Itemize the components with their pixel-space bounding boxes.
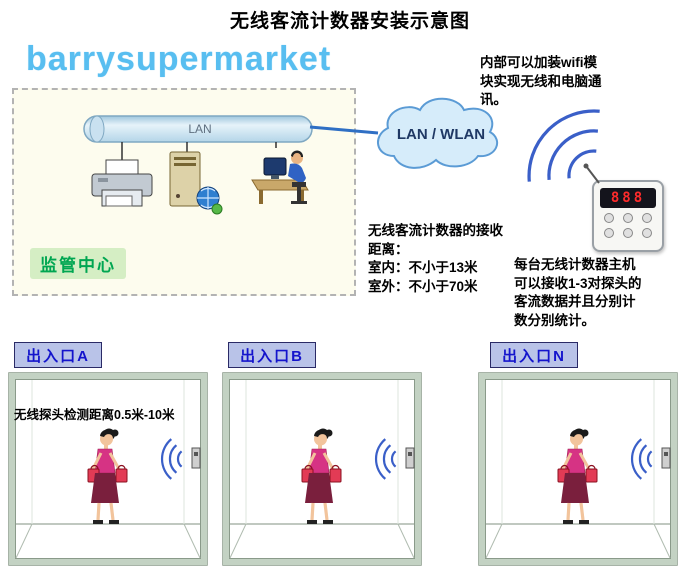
doorway-frame-a — [8, 372, 208, 566]
lan-network-graphic: LAN — [83, 115, 313, 215]
device-display: 888 — [600, 188, 656, 208]
lan-pipe-cap — [89, 115, 105, 143]
cloud-label: LAN / WLAN — [396, 126, 486, 143]
wifi-module-note: 内部可以加装wifi模 块实现无线和电脑通 讯。 — [480, 55, 602, 108]
device-button — [642, 213, 652, 223]
monitor-center-panel: LAN — [12, 88, 356, 296]
counter-host-device: 888 — [592, 180, 664, 252]
device-button — [604, 228, 614, 238]
device-button — [623, 213, 633, 223]
printer-icon — [91, 159, 153, 207]
antenna-tip — [583, 163, 589, 169]
entrance-label-b: 出入口B — [228, 342, 316, 368]
watermark: barrysupermarket — [26, 40, 332, 78]
doorway-frame-b — [222, 372, 422, 566]
doorway-frame-n — [478, 372, 678, 566]
workstation-icon — [251, 150, 309, 204]
server-icon — [169, 151, 223, 215]
network-cloud: LAN / WLAN — [366, 88, 516, 182]
probe-distance-note: 无线探头检测距离0.5米-10米 — [14, 408, 175, 422]
device-button — [604, 213, 614, 223]
page-title: 无线客流计数器安装示意图 — [229, 11, 470, 32]
entrance-label-a: 出入口A — [14, 342, 102, 368]
device-buttons — [594, 213, 662, 223]
entrance-label-n: 出入口N — [490, 342, 578, 368]
host-capacity-note: 每台无线计数器主机 可以接收1-3对探头的 客流数据并且分别计 数分别统计。 — [514, 257, 642, 328]
receive-distance-note: 无线客流计数器的接收 距离： 室内：不小于13米 室外：不小于70米 — [368, 223, 503, 294]
monitor-center-label: 监管中心 — [30, 248, 126, 279]
lan-label: LAN — [188, 122, 211, 136]
cloud-icon — [377, 97, 499, 169]
device-button — [623, 228, 633, 238]
device-buttons — [594, 228, 662, 238]
device-button — [642, 228, 652, 238]
